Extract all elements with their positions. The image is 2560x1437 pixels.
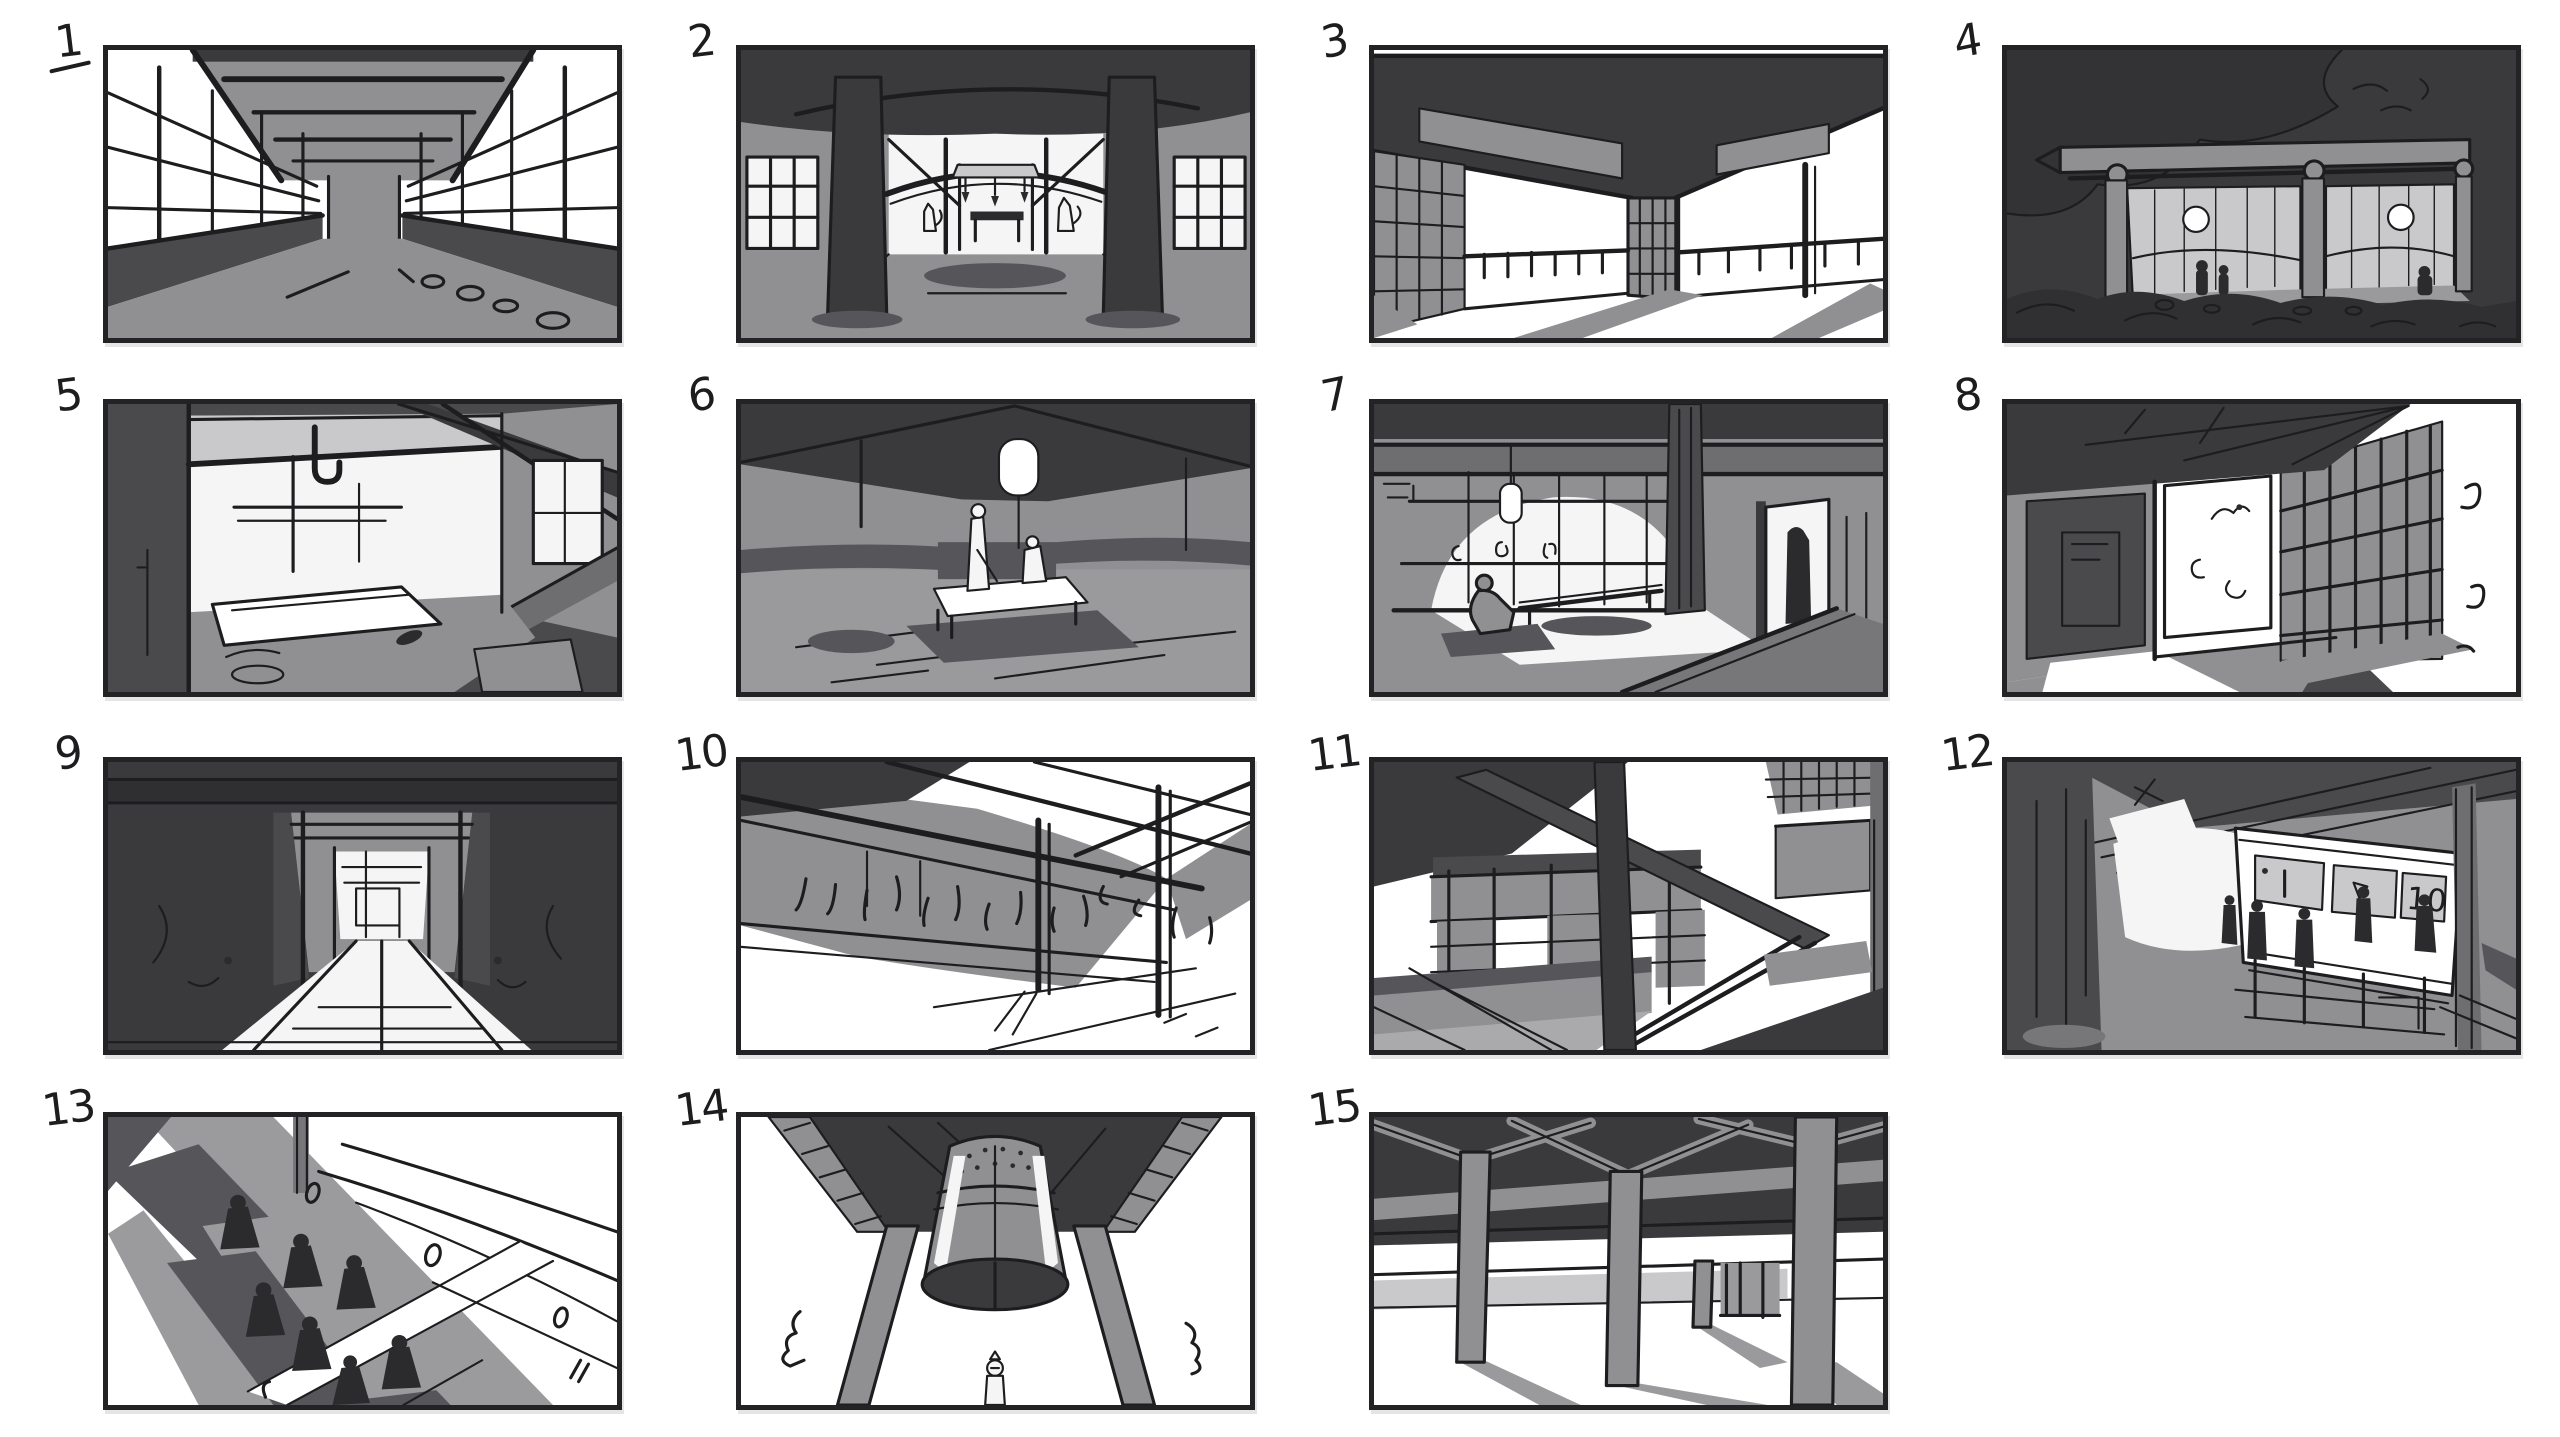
- storyboard-panel-5: 5: [52, 369, 622, 697]
- panel-4-number: 4: [1950, 13, 1984, 70]
- panel-15-sketch: [1374, 1117, 1883, 1405]
- storyboard-panel-3: 3: [1318, 13, 1888, 343]
- panel-7-number: 7: [1317, 367, 1351, 424]
- storyboard-panel-14: 14: [672, 1080, 1255, 1410]
- panel-1-number: 1: [35, 13, 101, 71]
- panel-6-number: 6: [684, 367, 718, 424]
- storyboard-panel-8: 8: [1951, 369, 2521, 697]
- storyboard-panel-9: 9: [52, 725, 622, 1055]
- panel-1-sketch: [108, 50, 617, 338]
- storyboard-panel-2: 2: [685, 15, 1255, 343]
- panel-3-sketch: [1374, 50, 1883, 338]
- panel-10-sketch: [741, 762, 1250, 1050]
- panel-9-sketch: [108, 762, 617, 1050]
- panel-15-number: 15: [1305, 1080, 1363, 1137]
- panel-9-number: 9: [51, 725, 85, 782]
- panel-6-sketch: [741, 404, 1250, 692]
- panel-11-sketch: [1374, 762, 1883, 1050]
- storyboard-panel-10: 10: [672, 725, 1255, 1055]
- panel-14-sketch: [741, 1117, 1250, 1405]
- storyboard-panel-11: 11: [1305, 725, 1888, 1055]
- storyboard-panel-15: 15: [1305, 1080, 1888, 1410]
- panel-5-sketch: [108, 404, 617, 692]
- panel-13-number: 13: [39, 1080, 97, 1137]
- panel-13-sketch: [108, 1117, 617, 1405]
- storyboard-panel-1: 1: [52, 15, 622, 343]
- storyboard-panel-7: 7: [1318, 367, 1888, 697]
- storyboard-panel-13: 13: [39, 1080, 622, 1410]
- panel-14-number: 14: [672, 1080, 730, 1137]
- panel-12-sketch: 10: [2007, 762, 2516, 1050]
- panel-8-sketch: [2007, 404, 2516, 692]
- panel-2-number: 2: [684, 14, 718, 69]
- panel-10-number: 10: [672, 725, 730, 782]
- storyboard-panel-12: 12 10: [1938, 725, 2521, 1055]
- panel-8-number: 8: [1950, 368, 1984, 423]
- panel-11-number: 11: [1305, 725, 1363, 782]
- panel-2-sketch: [741, 50, 1250, 338]
- panel-12-number: 12: [1938, 725, 1996, 782]
- storyboard-panel-4: 4: [1951, 13, 2521, 343]
- storyboard-panel-6: 6: [685, 367, 1255, 697]
- panel-4-sketch: [2007, 50, 2516, 338]
- panel-5-number: 5: [51, 368, 85, 423]
- panel-7-sketch: [1374, 404, 1883, 692]
- panel-3-number: 3: [1317, 13, 1351, 70]
